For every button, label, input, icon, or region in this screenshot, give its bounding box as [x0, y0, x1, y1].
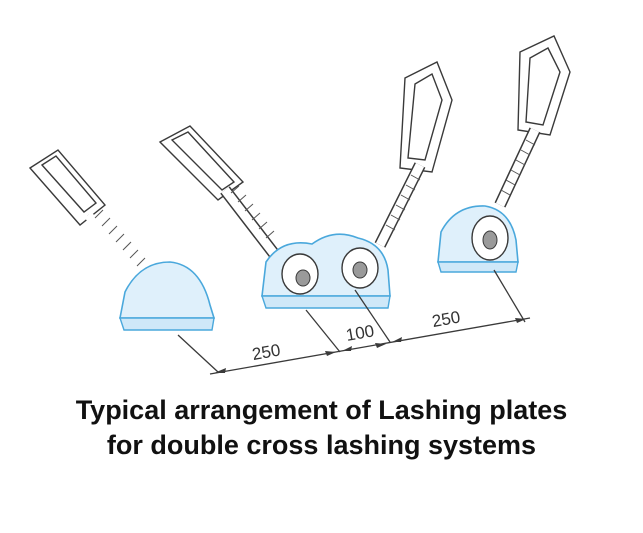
lashing-diagram: 250 100 250	[28, 35, 571, 375]
caption-line-1: Typical arrangement of Lashing plates	[75, 395, 568, 425]
lashing-plate-1	[119, 261, 216, 331]
dimension-lines	[177, 269, 531, 375]
dimension-label-2: 100	[344, 321, 375, 345]
dimension-label-1: 250	[251, 340, 282, 364]
caption-line-2: for double cross lashing systems	[106, 430, 537, 460]
dimension-label-3: 250	[430, 307, 461, 331]
lashing-rod-4	[494, 35, 571, 208]
